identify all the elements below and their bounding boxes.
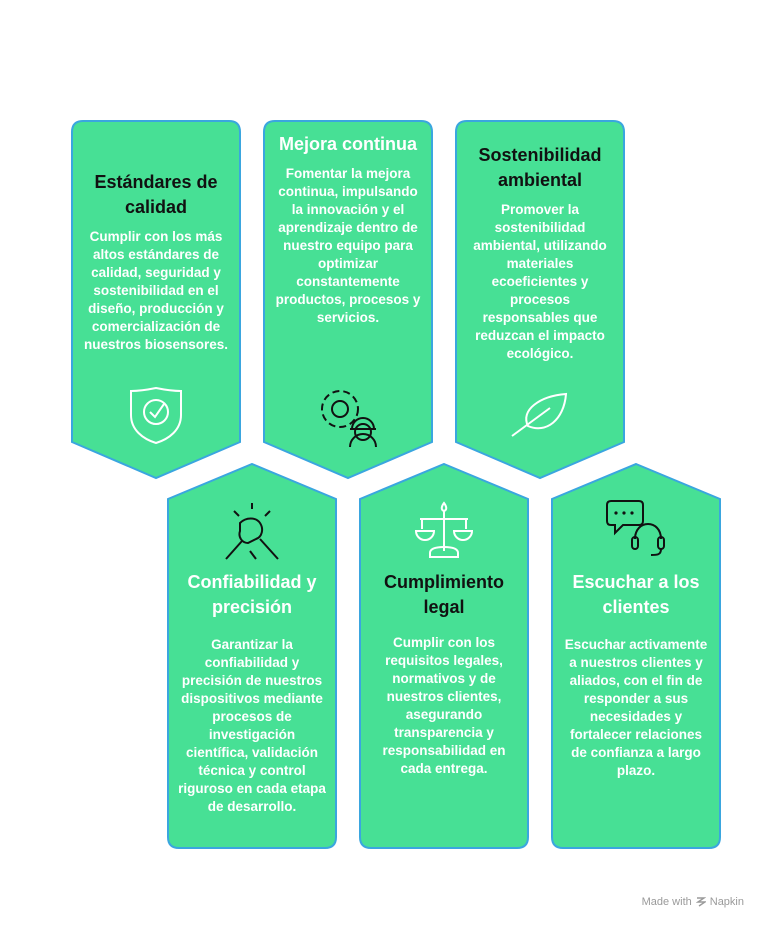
leaf-icon <box>511 392 568 437</box>
card-quality-standards: Estándares de calidad Cumplir con los má… <box>71 120 241 480</box>
card-title: Confiabilidad y precisión <box>187 572 317 617</box>
card-reliability-precision: Confiabilidad y precisión Garantizar la … <box>167 463 337 850</box>
shield-check-icon <box>130 386 182 445</box>
gear-worker-icon <box>321 390 377 447</box>
card-continuous-improvement: Mejora continua Fomentar la mejora conti… <box>263 120 433 480</box>
card-title: Mejora continua <box>278 134 417 154</box>
card-title: Escuchar a los clientes <box>572 572 700 617</box>
card-description: Fomentar la mejora continua, impulsando … <box>275 166 421 325</box>
card-description: Cumplir con los más altos estándares de … <box>83 229 229 352</box>
card-description: Garantizar la confiabilidad y precisión … <box>178 637 326 814</box>
card-environmental-sustainability: Sostenibilidad ambiental Promover la sos… <box>455 120 625 480</box>
napkin-logo-icon <box>695 897 706 907</box>
card-legal-compliance: Cumplimiento legal Cumplir con los requi… <box>359 463 529 850</box>
napkin-brand: Napkin <box>709 896 744 908</box>
card-title: Cumplimiento legal <box>384 572 504 617</box>
napkin-attribution[interactable]: Made with Napkin <box>642 896 744 908</box>
card-description: Escuchar activamente a nuestros clientes… <box>564 637 708 778</box>
handshake-icon <box>225 503 279 560</box>
made-with-label: Made with <box>641 896 692 908</box>
scales-icon <box>414 501 474 558</box>
card-listen-clients: Escuchar a los clientes Escuchar activam… <box>551 463 721 850</box>
card-title: Sostenibilidad ambiental <box>478 145 602 190</box>
card-description: Cumplir con los requisitos legales, norm… <box>382 635 506 776</box>
card-title: Estándares de calidad <box>94 172 218 217</box>
card-description: Promover la sostenibilidad ambiental, ut… <box>473 202 607 361</box>
chat-headset-icon <box>606 500 665 556</box>
